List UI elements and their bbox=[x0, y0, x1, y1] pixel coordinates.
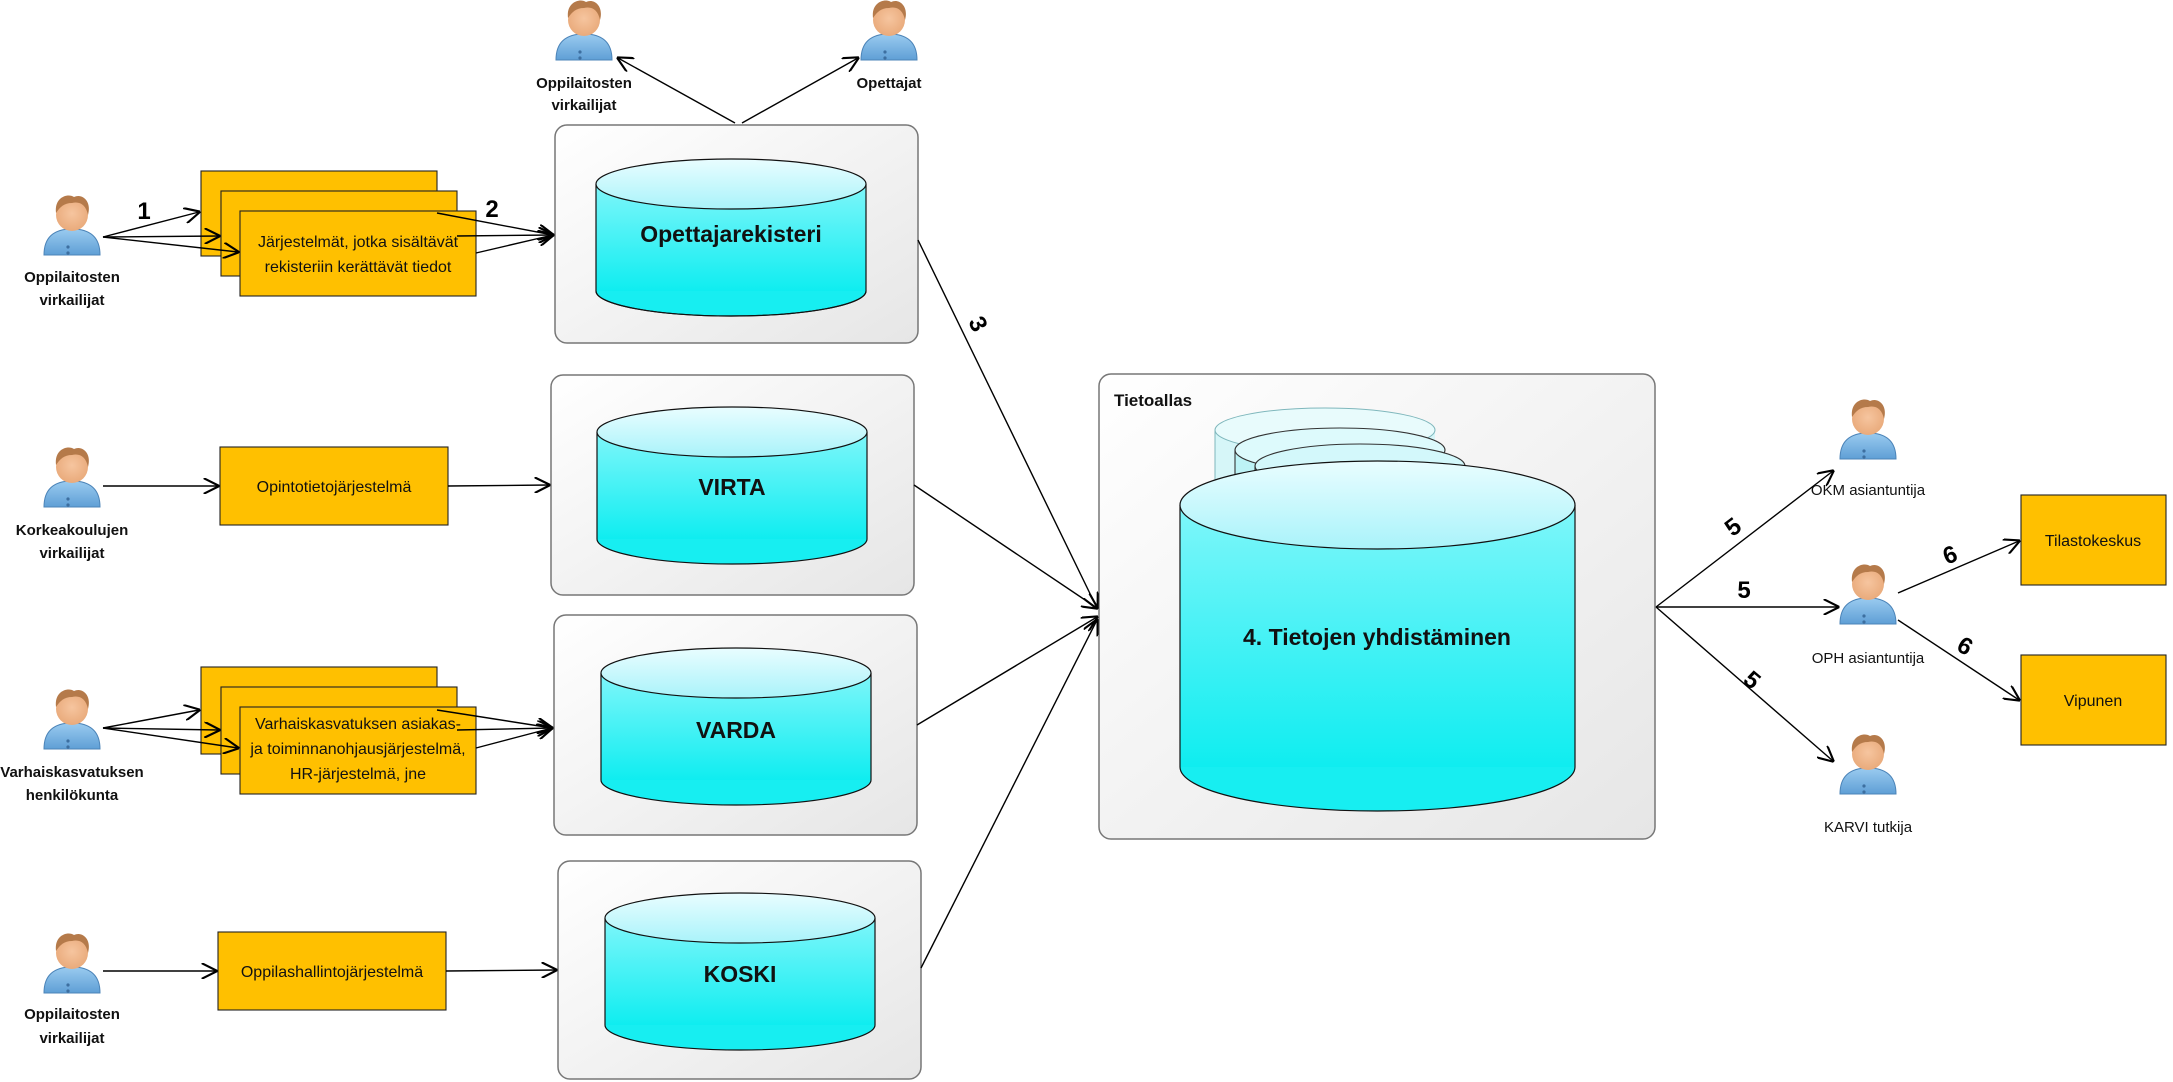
oppilashallinto-system: Oppilashallintojärjestelmä bbox=[217, 931, 447, 1011]
person-virkailijat-bottom: Oppilaitosten virkailijat bbox=[24, 933, 120, 1047]
okm-label: OKM asiantuntija bbox=[1811, 482, 1926, 499]
person-virkailijat-left: Oppilaitosten virkailijat bbox=[24, 195, 120, 309]
step-6-tilastokeskus: 6 bbox=[1939, 540, 1961, 570]
yhdistaminen-label: 4. Tietojen yhdistäminen bbox=[1243, 624, 1511, 650]
person-opettajat: Opettajat bbox=[856, 0, 922, 92]
tilastokeskus-box: Tilastokeskus bbox=[2020, 494, 2167, 586]
virkailijat-top-line1: Oppilaitosten bbox=[536, 75, 632, 92]
virta-label: VIRTA bbox=[698, 474, 765, 500]
varda-label: VARDA bbox=[696, 717, 776, 743]
korkeakoulu-line2: virkailijat bbox=[39, 545, 104, 562]
varhais-system-line1: Varhaiskasvatuksen asiakas- bbox=[255, 716, 461, 733]
step-2: 2 bbox=[485, 196, 498, 223]
opintotieto-label: Opintotietojärjestelmä bbox=[257, 479, 412, 496]
vipunen-label: Vipunen bbox=[2064, 693, 2122, 710]
opintotieto-system: Opintotietojärjestelmä bbox=[219, 446, 449, 526]
virkailijat-bottom-line1: Oppilaitosten bbox=[24, 1006, 120, 1023]
step-3: 3 bbox=[962, 312, 992, 336]
virkailijat-left-line1: Oppilaitosten bbox=[24, 269, 120, 286]
jarjestelmat-system-stack: Järjestelmät, jotka sisältävät rekisteri… bbox=[200, 170, 477, 297]
oppilashallinto-label: Oppilashallintojärjestelmä bbox=[241, 964, 423, 981]
varhais-system-line3: HR-järjestelmä, jne bbox=[290, 766, 426, 783]
opettajarekisteri-label: Opettajarekisteri bbox=[640, 221, 822, 247]
person-oph: OPH asiantuntija bbox=[1812, 564, 1925, 667]
virkailijat-left-line2: virkailijat bbox=[39, 292, 104, 309]
virkailijat-bottom-line2: virkailijat bbox=[39, 1030, 104, 1047]
step-5-karvi: 5 bbox=[1738, 666, 1766, 695]
person-korkeakoulu: Korkeakoulujen virkailijat bbox=[16, 447, 129, 562]
step-1: 1 bbox=[137, 198, 150, 225]
varhais-system-stack: Varhaiskasvatuksen asiakas- ja toiminnan… bbox=[200, 666, 477, 795]
virkailijat-top-line2: virkailijat bbox=[551, 97, 616, 114]
varda-database: VARDA bbox=[600, 647, 872, 806]
step-5-oph: 5 bbox=[1737, 577, 1750, 604]
varhais-system-line2: ja toiminnanohjausjärjestelmä, bbox=[249, 741, 465, 758]
korkeakoulu-line1: Korkeakoulujen bbox=[16, 522, 129, 539]
karvi-label: KARVI tutkija bbox=[1824, 819, 1913, 836]
opettajarekisteri-database: Opettajarekisteri bbox=[595, 158, 867, 317]
person-karvi: KARVI tutkija bbox=[1824, 734, 1913, 836]
oph-label: OPH asiantuntija bbox=[1812, 650, 1925, 667]
person-okm: OKM asiantuntija bbox=[1811, 399, 1926, 499]
koski-database: KOSKI bbox=[604, 892, 876, 1051]
opettajat-label: Opettajat bbox=[856, 75, 921, 92]
step-5-okm: 5 bbox=[1720, 513, 1747, 543]
jarjestelmat-line2: rekisteriin kerättävät tiedot bbox=[265, 259, 452, 276]
tilastokeskus-label: Tilastokeskus bbox=[2045, 533, 2141, 550]
arrows bbox=[102, 58, 2019, 971]
virta-database: VIRTA bbox=[596, 406, 868, 565]
step-6-vipunen: 6 bbox=[1952, 631, 1977, 661]
person-varhais: Varhaiskasvatuksen henkilökunta bbox=[0, 689, 144, 804]
tietoallas-title: Tietoallas bbox=[1114, 391, 1192, 410]
koski-label: KOSKI bbox=[704, 961, 777, 987]
vipunen-box: Vipunen bbox=[2020, 654, 2167, 746]
jarjestelmat-line1: Järjestelmät, jotka sisältävät bbox=[258, 234, 459, 251]
yhdistaminen-database: 4. Tietojen yhdistäminen bbox=[1179, 460, 1576, 812]
person-virkailijat-top: Oppilaitosten virkailijat bbox=[536, 0, 632, 114]
varhais-line2: henkilökunta bbox=[26, 787, 119, 804]
varhais-line1: Varhaiskasvatuksen bbox=[0, 764, 143, 781]
